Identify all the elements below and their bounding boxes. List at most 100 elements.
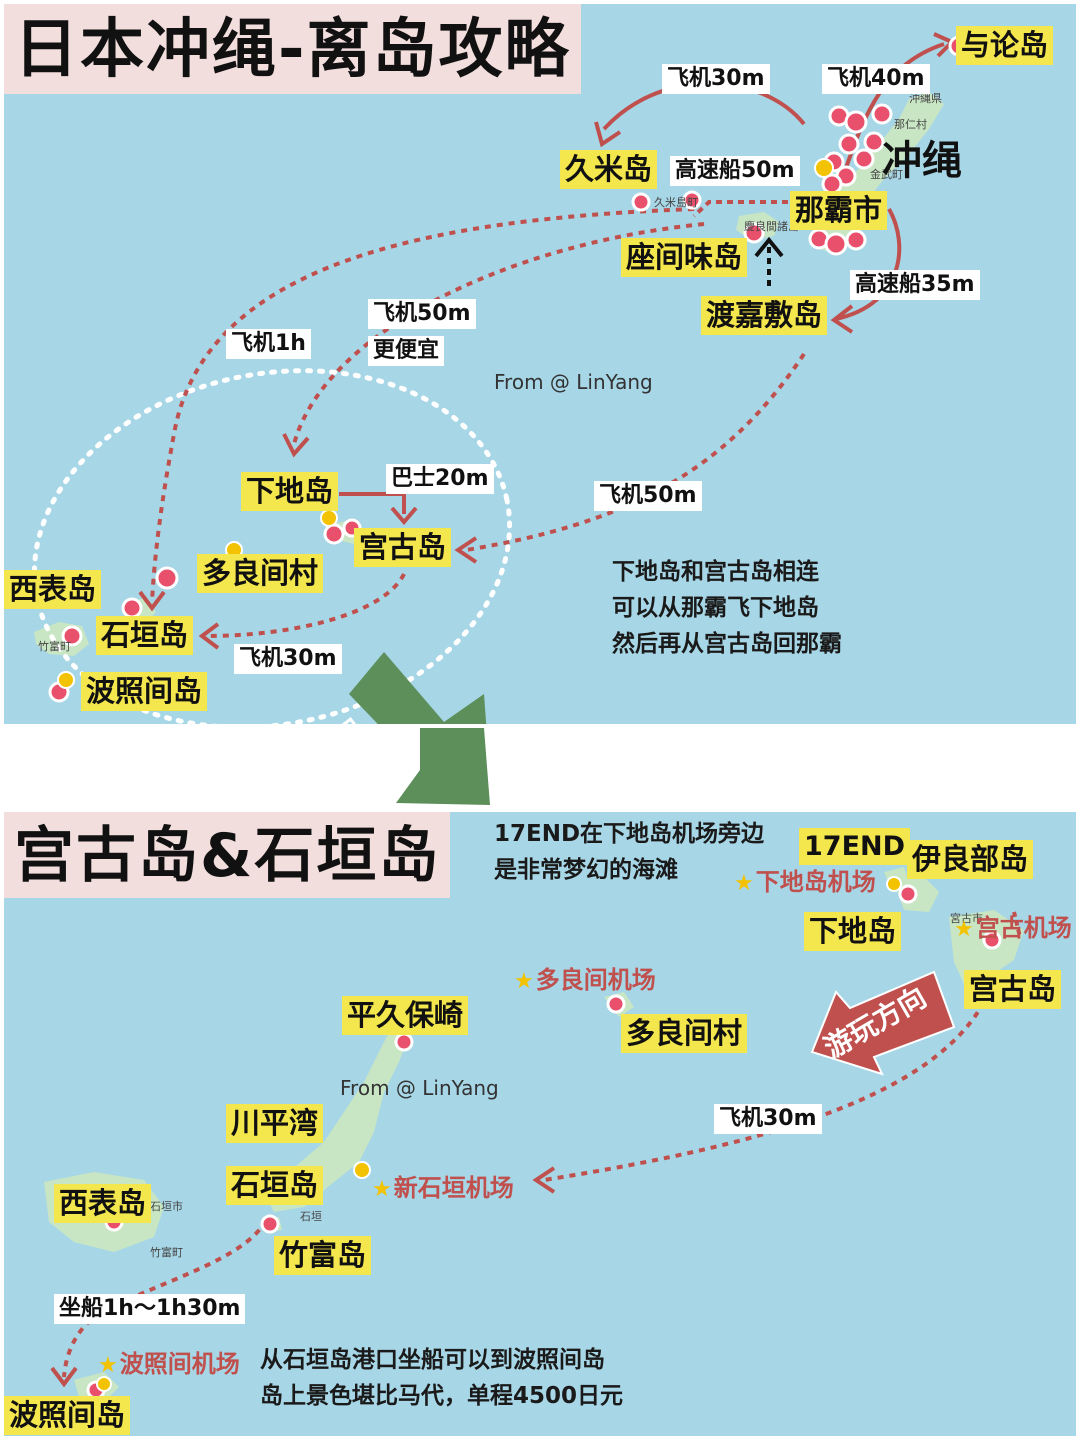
label-kabira: 川平湾	[226, 1104, 324, 1144]
star-marker	[353, 1161, 371, 1179]
note-line-3: 然后再从宫古岛回那霸	[612, 631, 842, 657]
pin	[824, 232, 848, 256]
ishigaki-island	[264, 1012, 414, 1212]
pin	[838, 133, 860, 155]
map-text-ishigaki: 石垣	[300, 1210, 322, 1223]
star-icon: ★	[734, 871, 754, 896]
route-ishigaki-hateruma-arrowhead	[50, 1366, 78, 1388]
pin	[853, 148, 875, 170]
map-text-village: 那仁村	[894, 118, 927, 131]
route-label-miyako-plane: 飞机50m	[594, 481, 702, 512]
route-shimoji-miyako-bus-arrowhead	[390, 506, 418, 526]
pin	[844, 110, 868, 134]
route-label-boat: 坐船1h～1h30m	[54, 1294, 246, 1325]
note-top-line-2: 是非常梦幻的海滩	[494, 857, 678, 883]
pin	[898, 884, 918, 904]
route-miyako-ishigaki-arrowhead	[532, 1166, 556, 1194]
pin	[121, 597, 143, 619]
route-shimoji-miyako	[1012, 911, 1022, 938]
route-miyako-naha-arrowhead	[454, 536, 478, 564]
route-naha-zamami	[692, 200, 799, 218]
map-text-kume-town: 久米島町	[654, 196, 698, 209]
airport-tarama-label: 多良间机场	[535, 966, 656, 994]
note-line-1: 下地岛和宫古岛相连	[612, 559, 819, 585]
pin	[323, 523, 345, 545]
note-bottom-line-1: 从石垣岛港口坐船可以到波照间岛	[260, 1347, 605, 1373]
island-label-tarama: 多良间村	[197, 554, 324, 594]
pin	[155, 566, 179, 590]
airport-hateruma-label: 波照间机场	[119, 1350, 240, 1378]
star-icon: ★	[98, 1353, 118, 1378]
route-label-ishigaki-plane: 飞机1h	[226, 329, 311, 360]
map-text-taketomi: 竹富町	[38, 640, 71, 653]
star-icon: ★	[514, 969, 534, 994]
credit-text: From @ LinYang	[340, 1076, 499, 1100]
map-text-kerama: 慶良間諸島	[744, 220, 799, 233]
airport-hateruma: ★波照间机场	[98, 1344, 240, 1379]
airport-new-ishigaki-label: 新石垣机场	[393, 1174, 514, 1202]
pin	[982, 930, 1002, 950]
star-markers	[96, 876, 902, 1392]
route-label-plane: 飞机30m	[714, 1104, 822, 1135]
airport-miyako-label: 宫古机场	[975, 914, 1072, 942]
note-line-2: 可以从那霸飞下地岛	[612, 595, 819, 621]
label-17end: 17END	[799, 828, 911, 866]
credit-text: From @ LinYang	[494, 370, 653, 394]
map-text-miyako-city: 宮古市	[950, 912, 983, 925]
island-label-iriomote: 西表岛	[4, 570, 102, 610]
note-top-line-1: 17END在下地岛机场旁边	[494, 821, 765, 847]
pin	[682, 190, 702, 210]
route-miyako-ishigaki	[205, 573, 406, 638]
pin	[631, 192, 651, 212]
island-label-ishigaki: 石垣岛	[96, 616, 194, 656]
note-bottom-line-2: 岛上景色堪比马代，单程4500日元	[260, 1383, 624, 1409]
star-marker	[57, 671, 75, 689]
island-label-hateruma: 波照间岛	[81, 672, 208, 712]
island-label-yoron: 与论岛	[956, 26, 1054, 66]
star-marker	[96, 1376, 112, 1392]
label-tarama: 多良间村	[621, 1014, 748, 1054]
route-naha-tokashiki-arrowhead	[830, 304, 854, 334]
route-naha-ishigaki-arrowhead	[138, 590, 166, 612]
pin	[260, 1214, 280, 1234]
island-label-miyako: 宫古岛	[354, 528, 452, 568]
label-ishigaki: 石垣岛	[226, 1166, 324, 1206]
star-marker	[814, 158, 834, 178]
route-label-shimoji-cheaper: 更便宜	[368, 336, 445, 367]
route-naha-kume-arrowhead	[594, 121, 622, 148]
pin	[845, 229, 867, 251]
pin	[61, 625, 83, 647]
star-icon: ★	[954, 917, 974, 942]
label-iriomote: 西表岛	[54, 1184, 152, 1224]
miyako-yaeyama-region	[31, 368, 513, 724]
route-label-bus: 巴士20m	[386, 464, 494, 495]
route-label-tokashiki-boat: 高速船35m	[850, 270, 980, 301]
detail-map: 宫古岛&石垣岛 17END在下地岛机场旁边 是非常梦幻的海滩 宮古市 石垣 石垣…	[4, 812, 1076, 1436]
route-label-shimoji-plane: 飞机50m	[368, 299, 476, 330]
route-label-kume-plane: 飞机30m	[662, 64, 770, 95]
island-label-tokashiki: 渡嘉敷岛	[701, 296, 828, 336]
route-label-zamami-boat: 高速船50m	[670, 156, 800, 187]
airport-new-ishigaki: ★新石垣机场	[372, 1168, 514, 1203]
route-label-miyako-ishigaki-plane: 飞机30m	[234, 644, 342, 675]
pin	[863, 131, 885, 153]
airport-shimoji-label: 下地岛机场	[755, 868, 876, 896]
map-text-ishigaki-city: 石垣市	[150, 1200, 183, 1213]
island-label-zamami: 座间味岛	[621, 238, 748, 278]
map-text-taketomi: 竹富町	[150, 1246, 183, 1259]
label-hirakubo: 平久保崎	[342, 996, 469, 1036]
pin	[871, 103, 893, 125]
pin	[606, 994, 626, 1014]
zoom-arrow-shape	[349, 652, 487, 724]
pin	[394, 1032, 414, 1052]
star-marker	[320, 509, 338, 527]
island-label-shimoji: 下地岛	[241, 472, 339, 512]
zoom-arrow-tail	[396, 728, 490, 805]
route-naha-shimoji-arrowhead	[282, 433, 310, 458]
region-label-okinawa: 冲绳	[882, 138, 962, 184]
island-label-naha: 那霸市	[790, 191, 888, 231]
overview-map: 日本冲绳-离岛攻略 沖縄県 那仁村 金武町 久米島町 慶良間諸島 竹富町 冲绳 …	[4, 4, 1076, 724]
island-label-kume: 久米岛	[560, 150, 658, 190]
route-label-yoron-plane: 飞机40m	[822, 64, 930, 95]
section-title: 宫古岛&石垣岛	[4, 812, 451, 898]
